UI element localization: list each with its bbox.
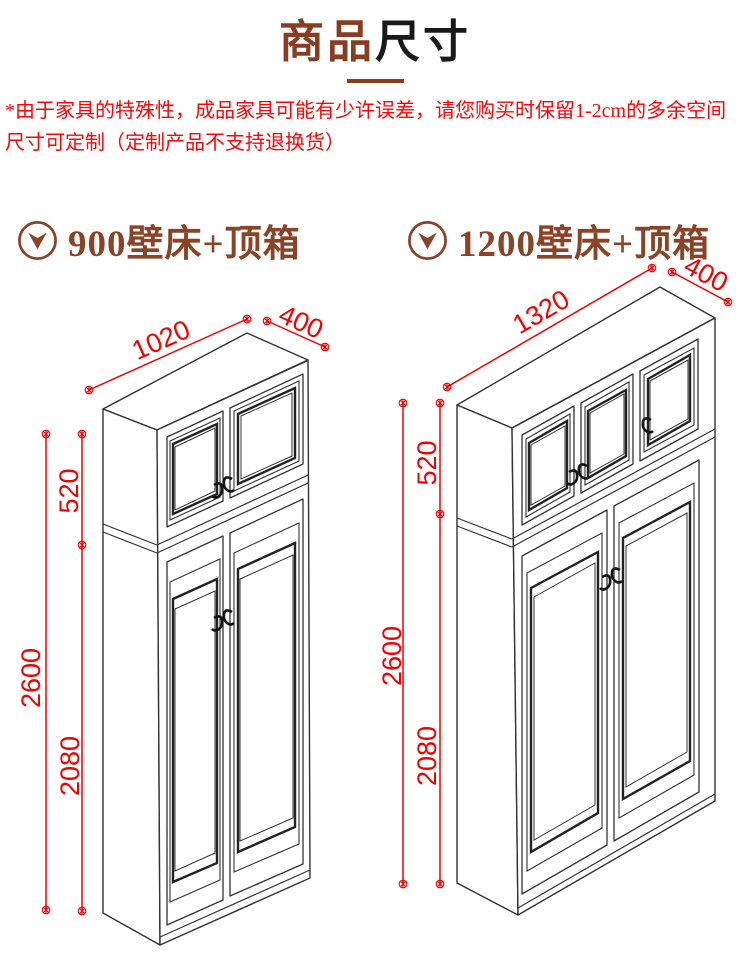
page-title: 商品尺寸 <box>0 16 750 68</box>
dim-label-total-height: 2600 <box>380 626 407 686</box>
dim-label-top-height: 520 <box>54 468 84 513</box>
circle-down-arrow-icon <box>18 220 57 260</box>
wardrobe-door <box>613 459 700 842</box>
top-box-door <box>521 405 575 526</box>
top-box-door <box>639 338 699 462</box>
page-title-black: 尺寸 <box>375 17 472 67</box>
cabinet-1200-drawing <box>456 286 716 916</box>
circle-down-arrow-icon <box>408 220 447 260</box>
dimensions-900: 1020 400 520 2600 2080 <box>16 300 330 916</box>
dim-label-total-height: 2600 <box>16 648 46 708</box>
disclaimer-line1: *由于家具的特殊性，成品家具可能有少许误差，请您购买时保留1-2cm的多余空间 <box>5 100 727 122</box>
cabinet-1200-diagram: 1320 400 520 2600 2080 <box>380 250 733 916</box>
wardrobe-door <box>229 498 304 897</box>
title-underline <box>347 79 404 83</box>
dim-label-depth: 400 <box>679 250 733 298</box>
cabinet-900-diagram: 1020 400 520 2600 2080 <box>16 300 330 946</box>
top-box-door <box>166 410 224 528</box>
top-box-door <box>229 373 304 499</box>
disclaimer-text: *由于家具的特殊性，成品家具可能有少许误差，请您购买时保留1-2cm的多余空间 … <box>5 95 749 159</box>
disclaimer-line2: 尺寸可定制（定制产品不支持退换货） <box>5 132 345 154</box>
wardrobe-door <box>166 535 224 926</box>
cabinet-900-drawing <box>102 332 311 946</box>
dim-label-body-height: 2080 <box>55 736 85 796</box>
section-heading-1200: 1200壁床+顶箱 <box>406 213 710 267</box>
dim-label-body-height: 2080 <box>412 726 442 786</box>
section-heading-900-label: 900壁床+顶箱 <box>68 224 301 265</box>
dim-label-depth: 400 <box>274 300 327 345</box>
wardrobe-door <box>521 509 608 895</box>
top-box-door <box>580 373 634 494</box>
section-heading-1200-label: 1200壁床+顶箱 <box>458 224 711 265</box>
page-title-brown: 商品 <box>278 17 375 67</box>
dim-label-top-height: 520 <box>412 440 442 485</box>
section-heading-900: 900壁床+顶箱 <box>16 213 301 267</box>
